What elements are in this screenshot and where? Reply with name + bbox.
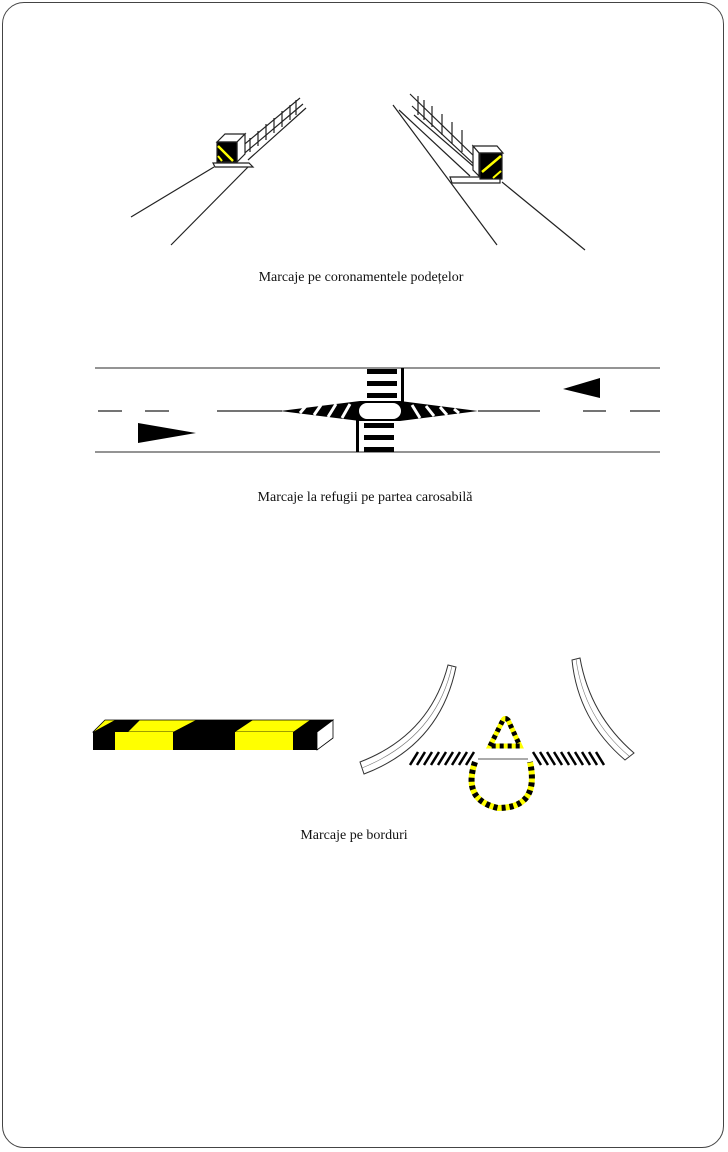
- curb-markings-illustration: [92, 657, 635, 812]
- caption-culvert-headwalls: Marcaje pe coronamentele podețelor: [258, 270, 464, 285]
- refuge-island-illustration: [95, 367, 660, 453]
- caption-refuge-islands: Marcaje la refugii pe partea carosabilă: [257, 490, 473, 505]
- culvert-headwall-illustration: [130, 93, 586, 251]
- caption-curbs: Marcaje pe borduri: [300, 828, 408, 843]
